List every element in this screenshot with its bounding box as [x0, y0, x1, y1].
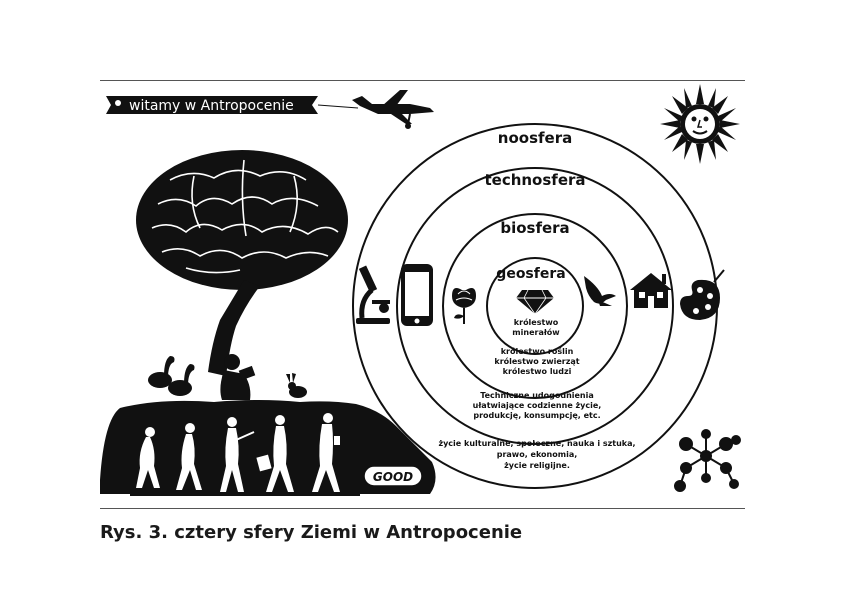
smartphone-icon	[401, 264, 433, 326]
diamond-icon	[516, 289, 554, 315]
molecule-icon	[674, 429, 741, 492]
label-geosfera: geosfera	[496, 266, 565, 282]
top-rule	[100, 80, 745, 81]
banner: witamy w Antropocenie	[106, 96, 359, 114]
bottom-rule	[100, 508, 745, 509]
house-icon	[630, 273, 672, 308]
note-minerals-1: królestwo	[514, 317, 559, 327]
note-culture-3: życie religijne.	[504, 461, 570, 470]
airplane-icon	[352, 90, 434, 129]
eagle-icon	[584, 276, 616, 306]
rose-icon	[452, 288, 476, 324]
geese-icon	[148, 356, 195, 396]
rabbit-icon	[286, 373, 307, 398]
note-minerals-2: minerałów	[512, 327, 560, 337]
note-technical-1: Techniczne udogodnienia	[480, 391, 594, 400]
brain-icon	[136, 150, 348, 376]
label-technosfera: technosfera	[484, 171, 585, 189]
note-culture-2: prawo, ekonomia,	[497, 450, 578, 459]
note-living-3: królestwo ludzi	[503, 366, 572, 376]
good-sign: GOOD	[363, 465, 423, 487]
note-living-2: królestwo zwierząt	[494, 356, 579, 366]
sun-icon	[660, 84, 740, 164]
figure-caption: Rys. 3. cztery sfery Ziemi w Antropoceni…	[100, 522, 523, 543]
label-noosfera: noosfera	[498, 129, 572, 147]
banner-text: witamy w Antropocenie	[129, 98, 294, 114]
microscope-icon	[356, 265, 390, 324]
good-sign-text: GOOD	[373, 470, 413, 484]
note-technical-3: produkcję, konsumpcję, etc.	[473, 411, 600, 420]
reading-person-icon	[220, 354, 256, 400]
note-culture-1: życie kulturalne, społeczne, nauka i szt…	[438, 439, 635, 448]
evolution-icon	[130, 408, 360, 496]
label-biosfera: biosfera	[500, 219, 569, 237]
note-technical-2: ułatwiające codzienne życie,	[473, 401, 602, 410]
palette-icon	[680, 269, 725, 320]
note-living-1: królestwo roślin	[501, 346, 574, 356]
